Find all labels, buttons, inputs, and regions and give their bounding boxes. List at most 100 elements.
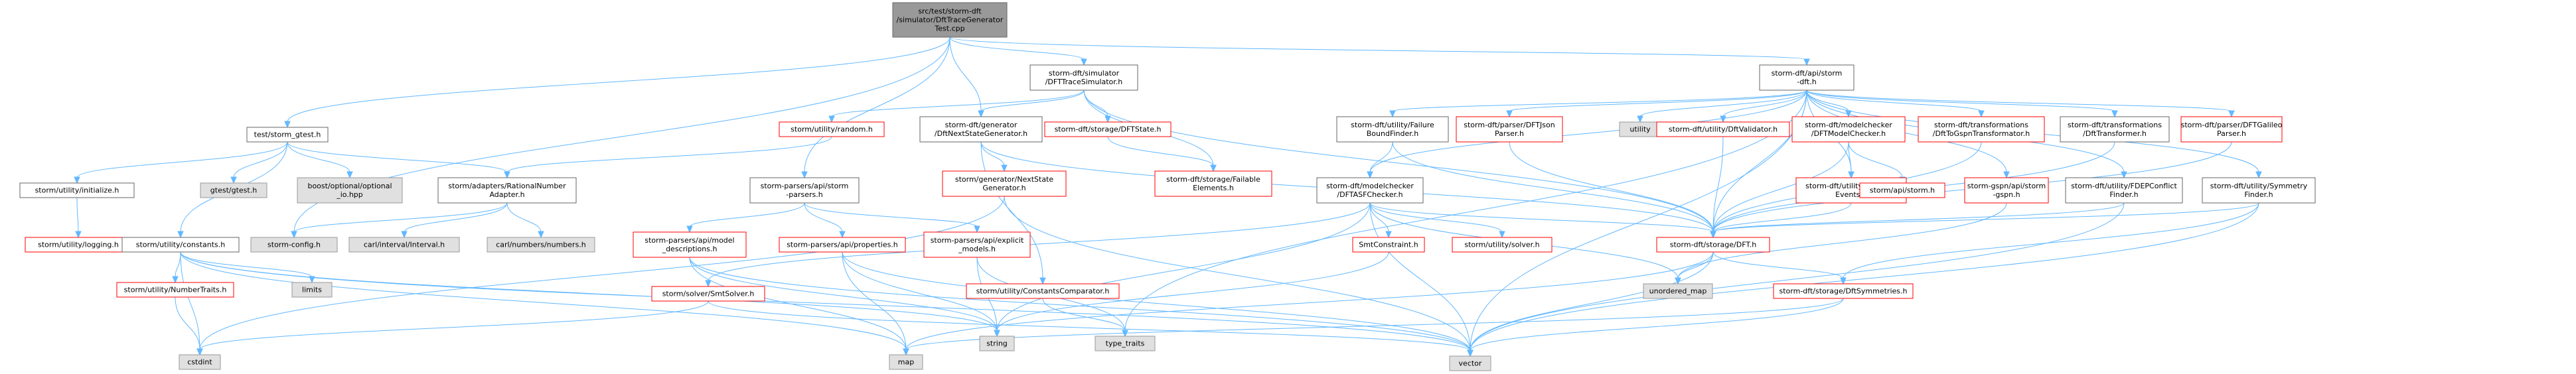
dependency-edge-dft_api-to-transformer [1806, 90, 2118, 118]
node-root[interactable]: src/test/storm-dft/simulator/DftTraceGen… [892, 2, 1008, 38]
node-boost_opt[interactable]: boost/optional/optional_io.hpp [297, 177, 403, 204]
node-label-line: /DftToGspnTransformator.h [1933, 129, 2030, 138]
node-initialize[interactable]: storm/utility/initialize.h [19, 182, 135, 198]
node-label-line: _models.h [958, 245, 996, 253]
dependency-edge-storm_gtest-to-gtest [230, 141, 288, 184]
node-dft_api[interactable]: storm-dft/api/storm-dft.h [1759, 64, 1855, 91]
node-dft_trace_sim[interactable]: storm-dft/simulator/DFTTraceSimulator.h [1029, 64, 1138, 91]
node-box [779, 237, 906, 253]
node-dft_state[interactable]: storm-dft/storage/DFTState.h [1044, 121, 1172, 137]
node-number_traits[interactable]: storm/utility/NumberTraits.h [116, 282, 234, 298]
node-dft_symmetries[interactable]: storm-dft/storage/DftSymmetries.h [1773, 283, 1914, 299]
node-box [2065, 177, 2183, 204]
node-box [1336, 116, 1449, 143]
node-label-line: storm/solver/SmtSolver.h [662, 290, 755, 298]
node-label-line: string [986, 340, 1008, 348]
node-box [1773, 283, 1914, 299]
node-parsers_api[interactable]: storm-parsers/api/storm-parsers.h [749, 177, 860, 204]
node-box [1759, 64, 1855, 91]
node-type_traits[interactable]: type_traits [1095, 336, 1156, 351]
node-label-line: storm-dft/parser/DFTGalileo [2181, 121, 2283, 129]
node-label-line: vector [1459, 359, 1482, 368]
node-label-line: storm-parsers/api/model [644, 236, 734, 245]
node-vector[interactable]: vector [1449, 355, 1491, 371]
node-limits[interactable]: limits [291, 282, 333, 298]
node-carl_interval[interactable]: carl/interval/Interval.h [348, 237, 460, 253]
node-storm_config[interactable]: storm-config.h [250, 237, 338, 253]
node-label-line: storm-dft/api/storm [1772, 69, 1843, 78]
node-gspn_api[interactable]: storm-gspn/api/storm-gspn.h [1964, 177, 2049, 204]
node-label-line: storm-dft/transformations [2068, 121, 2162, 129]
node-box [1656, 237, 1770, 253]
node-asf_checker[interactable]: storm-dft/modelchecker/DFTASFChecker.h [1316, 177, 1424, 204]
node-label-line: /DFTModelChecker.h [1811, 129, 1886, 138]
node-explicit_models[interactable]: storm-parsers/api/explicit_models.h [923, 231, 1031, 258]
node-model_desc[interactable]: storm-parsers/api/model_descriptions.h [633, 231, 747, 258]
node-box [250, 237, 338, 253]
node-label-line: src/test/storm-dft [918, 7, 982, 16]
node-label-line: Events.h [1835, 190, 1867, 199]
dependency-edge-dft_symmetries-to-vector [1467, 298, 1844, 357]
node-label-line: -dft.h [1797, 78, 1816, 86]
node-storm_gtest[interactable]: test/storm_gtest.h [246, 127, 329, 143]
node-smt_solver[interactable]: storm/solver/SmtSolver.h [651, 286, 765, 302]
node-label-line: storm/utility/random.h [791, 125, 873, 134]
dependency-edge-smt_solver-to-cstdint [196, 300, 709, 356]
node-box [892, 2, 1008, 38]
node-random[interactable]: storm/utility/random.h [779, 121, 885, 137]
dependency-edge-dft_api-to-validator [1720, 90, 1807, 123]
node-box [979, 336, 1015, 351]
dependency-edge-root-to-dft_api [949, 36, 1810, 66]
node-unordered_map[interactable]: unordered_map [1643, 283, 1713, 299]
node-properties[interactable]: storm-parsers/api/properties.h [779, 237, 906, 253]
node-label-line: SmtConstraint.h [1359, 241, 1418, 249]
node-utility[interactable]: utility [1619, 121, 1661, 137]
node-box [1643, 283, 1713, 299]
dependency-edge-dft_trace_sim-to-random [828, 90, 1085, 123]
dependency-edge-symmetry_finder-to-vector [1467, 202, 2259, 357]
node-cstdint[interactable]: cstdint [179, 354, 221, 370]
node-label-line: Test.cpp [934, 25, 964, 33]
node-label-line: storm-dft/utility/FDEPConflict [2071, 182, 2177, 190]
node-constants[interactable]: storm/utility/constants.h [121, 237, 240, 253]
dependency-edge-fdep-to-dft [1710, 202, 2125, 239]
node-box [179, 354, 221, 370]
node-validator[interactable]: storm-dft/utility/DftValidator.h [1656, 121, 1790, 137]
node-next_state_gen[interactable]: storm-dft/generator/DftNextStateGenerato… [919, 116, 1043, 143]
node-box [1456, 116, 1563, 143]
node-transformer[interactable]: storm-dft/transformations/DftTransformer… [2060, 116, 2170, 143]
node-to_gspn[interactable]: storm-dft/transformations/DftToGspnTrans… [1918, 116, 2045, 143]
node-string[interactable]: string [979, 336, 1015, 351]
node-label-line: map [898, 358, 914, 367]
node-smt_constraint[interactable]: SmtConstraint.h [1352, 237, 1425, 253]
node-label-line: storm-dft/utility/Failure [1351, 121, 1434, 129]
node-label-line: Generator.h [982, 184, 1025, 192]
dependency-edge-smt_solver-to-vector [708, 300, 1474, 357]
node-next_state_gen2[interactable]: storm/generator/NextStateGenerator.h [942, 170, 1067, 197]
node-box [779, 121, 885, 137]
dependency-edge-dft_api-to-galileo [1806, 90, 2235, 118]
dependency-edge-symmetry_finder-to-dft [1710, 202, 2259, 239]
node-box [633, 231, 747, 258]
dependency-edge-dft_state-to-failable [1107, 136, 1217, 172]
node-solver[interactable]: storm/utility/solver.h [1452, 237, 1553, 253]
node-model_checker[interactable]: storm-dft/modelchecker/DFTModelChecker.h [1791, 116, 1906, 143]
node-api_storm[interactable]: storm/api/storm.h [1859, 182, 1945, 198]
node-gtest[interactable]: gtest/gtest.h [200, 182, 267, 198]
node-constants_cmp[interactable]: storm/utility/ConstantsComparator.h [966, 283, 1120, 299]
node-box [121, 237, 240, 253]
node-carl_numbers[interactable]: carl/numbers/numbers.h [487, 237, 595, 253]
node-map[interactable]: map [889, 354, 923, 370]
node-dft[interactable]: storm-dft/storage/DFT.h [1656, 237, 1770, 253]
node-label-line: storm-dft/storage/Failable [1166, 175, 1260, 184]
node-box [1044, 121, 1172, 137]
node-logging[interactable]: storm/utility/logging.h [25, 237, 132, 253]
node-label-line: storm-dft/storage/DFT.h [1670, 241, 1756, 249]
